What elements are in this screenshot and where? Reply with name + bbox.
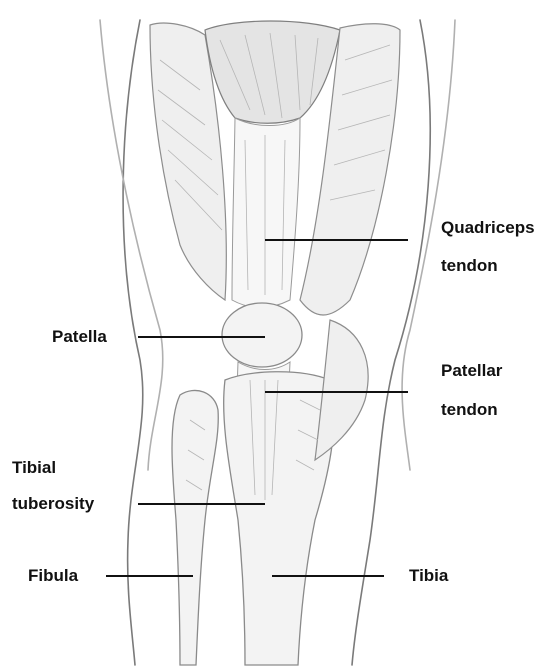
pes-anserinus [315,320,368,460]
label-quadriceps-line1: Quadriceps [441,218,535,238]
label-tibia: Tibia [409,566,448,586]
patella-bone [222,303,302,367]
label-tibial-line1: Tibial [12,458,56,478]
label-fibula: Fibula [28,566,78,586]
tibia-bone [224,372,334,665]
fibula-bone [172,390,218,665]
label-patellar-line1: Patellar [441,361,502,381]
label-tibial-line2: tuberosity [12,494,94,514]
label-quadriceps-line2: tendon [441,256,498,276]
leg-outline-left [123,20,143,665]
label-patella: Patella [52,327,107,347]
quadriceps-tendon [232,118,300,308]
label-patellar-line2: tendon [441,400,498,420]
rectus-femoris [205,21,340,123]
